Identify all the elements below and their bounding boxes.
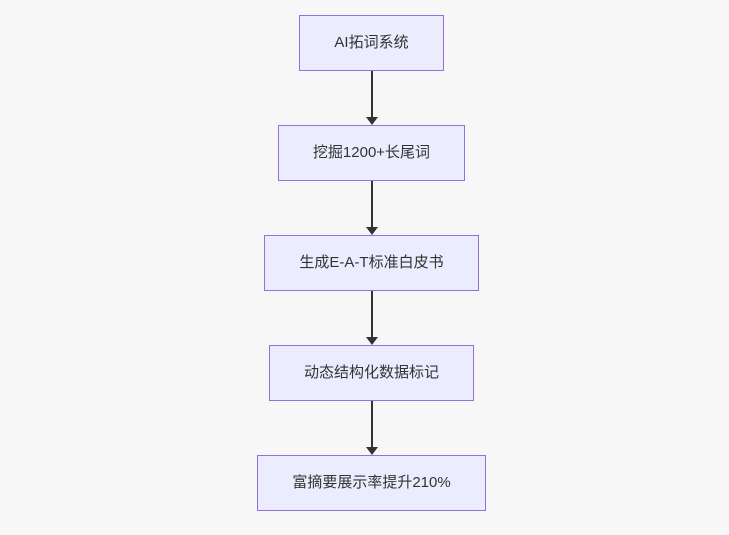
edge-line: [370, 291, 373, 337]
flow-edge-2: [365, 181, 378, 235]
arrow-down-icon: [365, 227, 378, 235]
flow-node-structured-data: 动态结构化数据标记: [268, 345, 474, 401]
node-label: 富摘要展示率提升210%: [292, 474, 451, 492]
node-label: 动态结构化数据标记: [303, 364, 439, 382]
flowchart-column: AI拓词系统 挖掘1200+长尾词 生成E-A-T标准白皮书 动态结构化数据标记: [7, 15, 729, 511]
flow-edge-4: [365, 401, 378, 455]
edge-line: [370, 401, 373, 447]
edge-line: [370, 181, 373, 227]
flow-node-longtail-mining: 挖掘1200+长尾词: [277, 125, 466, 181]
flow-edge-3: [365, 291, 378, 345]
node-label: 生成E-A-T标准白皮书: [299, 254, 444, 272]
flow-node-eat-whitepaper: 生成E-A-T标准白皮书: [264, 235, 479, 291]
flow-node-ai-word-system: AI拓词系统: [299, 15, 444, 71]
edge-line: [370, 71, 373, 117]
flow-node-rich-snippet-result: 富摘要展示率提升210%: [257, 455, 486, 511]
node-label: 挖掘1200+长尾词: [312, 144, 431, 162]
flow-edge-1: [365, 71, 378, 125]
node-label: AI拓词系统: [334, 34, 409, 52]
arrow-down-icon: [365, 117, 378, 125]
arrow-down-icon: [365, 337, 378, 345]
arrow-down-icon: [365, 447, 378, 455]
